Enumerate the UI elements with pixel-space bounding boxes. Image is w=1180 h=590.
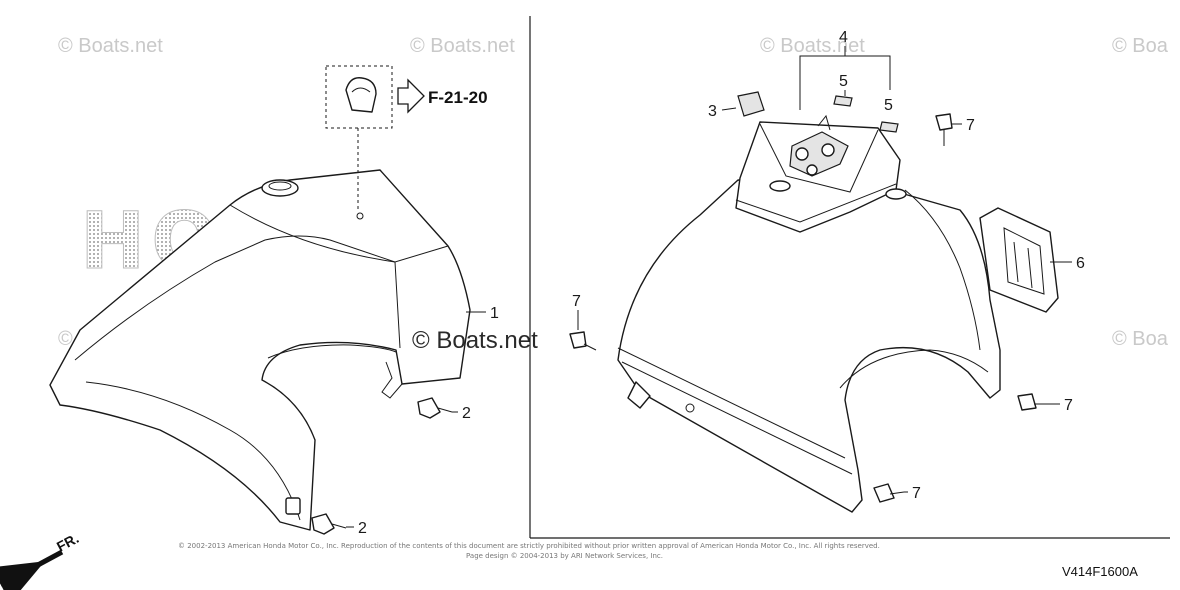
- watermark-site-cut: © Boa: [1112, 35, 1169, 57]
- callout-3[interactable]: 3: [708, 103, 717, 120]
- bolt-2a: [417, 397, 453, 419]
- watermark-site-cut: © Boa: [1112, 328, 1169, 350]
- clamp-reference-group: F-21-20: [325, 65, 488, 212]
- bracket-part-6: [979, 207, 1059, 313]
- bolt-7-right: [1017, 393, 1050, 411]
- callout-5[interactable]: 5: [884, 97, 893, 114]
- grommet-part-3: [737, 91, 765, 117]
- diagram-code: V414F1600A: [1062, 564, 1138, 579]
- cover-part-1: [49, 169, 471, 531]
- callout-2[interactable]: 2: [358, 520, 367, 537]
- watermark-site-strong: © Boats.net: [412, 327, 538, 354]
- cover-clip-tab: [285, 497, 301, 515]
- copyright-line: © 2002-2013 American Honda Motor Co., In…: [178, 542, 880, 550]
- watermark-site: © Boats.net: [58, 35, 163, 57]
- bolt-2b: [311, 513, 347, 535]
- watermark-site: © Boats.net: [410, 35, 515, 57]
- front-label: FR.: [54, 530, 81, 555]
- callout-1[interactable]: 1: [490, 305, 499, 322]
- callout-2[interactable]: 2: [462, 405, 471, 422]
- reference-arrow-icon: [397, 78, 425, 114]
- callout-4[interactable]: 4: [839, 29, 848, 46]
- callout-7[interactable]: 7: [1064, 397, 1073, 414]
- air-cover-body: [617, 179, 1001, 513]
- front-direction-indicator: FR.: [0, 530, 81, 590]
- callout-7[interactable]: 7: [912, 485, 921, 502]
- hose-clamp: [345, 77, 377, 113]
- left-cover-group: [49, 169, 471, 531]
- reference-label[interactable]: F-21-20: [428, 88, 488, 107]
- intake-plate: [789, 131, 849, 177]
- callout-7[interactable]: 7: [572, 293, 581, 310]
- callout-7[interactable]: 7: [966, 117, 975, 134]
- rubber-part-5b: [879, 121, 899, 133]
- callout-6[interactable]: 6: [1076, 255, 1085, 272]
- bolt-7-bottom: [873, 483, 905, 503]
- clamp-detail-box: [325, 65, 393, 129]
- callout-5[interactable]: 5: [839, 73, 848, 90]
- watermark-site: © Boats.net: [760, 35, 865, 57]
- bolt-7-left: [569, 331, 597, 351]
- bolt-7-top: [935, 113, 953, 146]
- rubber-part-5a: [833, 95, 853, 107]
- right-cover-group: [617, 114, 1001, 513]
- copyright-line-2: Page design © 2004-2013 by ARI Network S…: [466, 552, 663, 560]
